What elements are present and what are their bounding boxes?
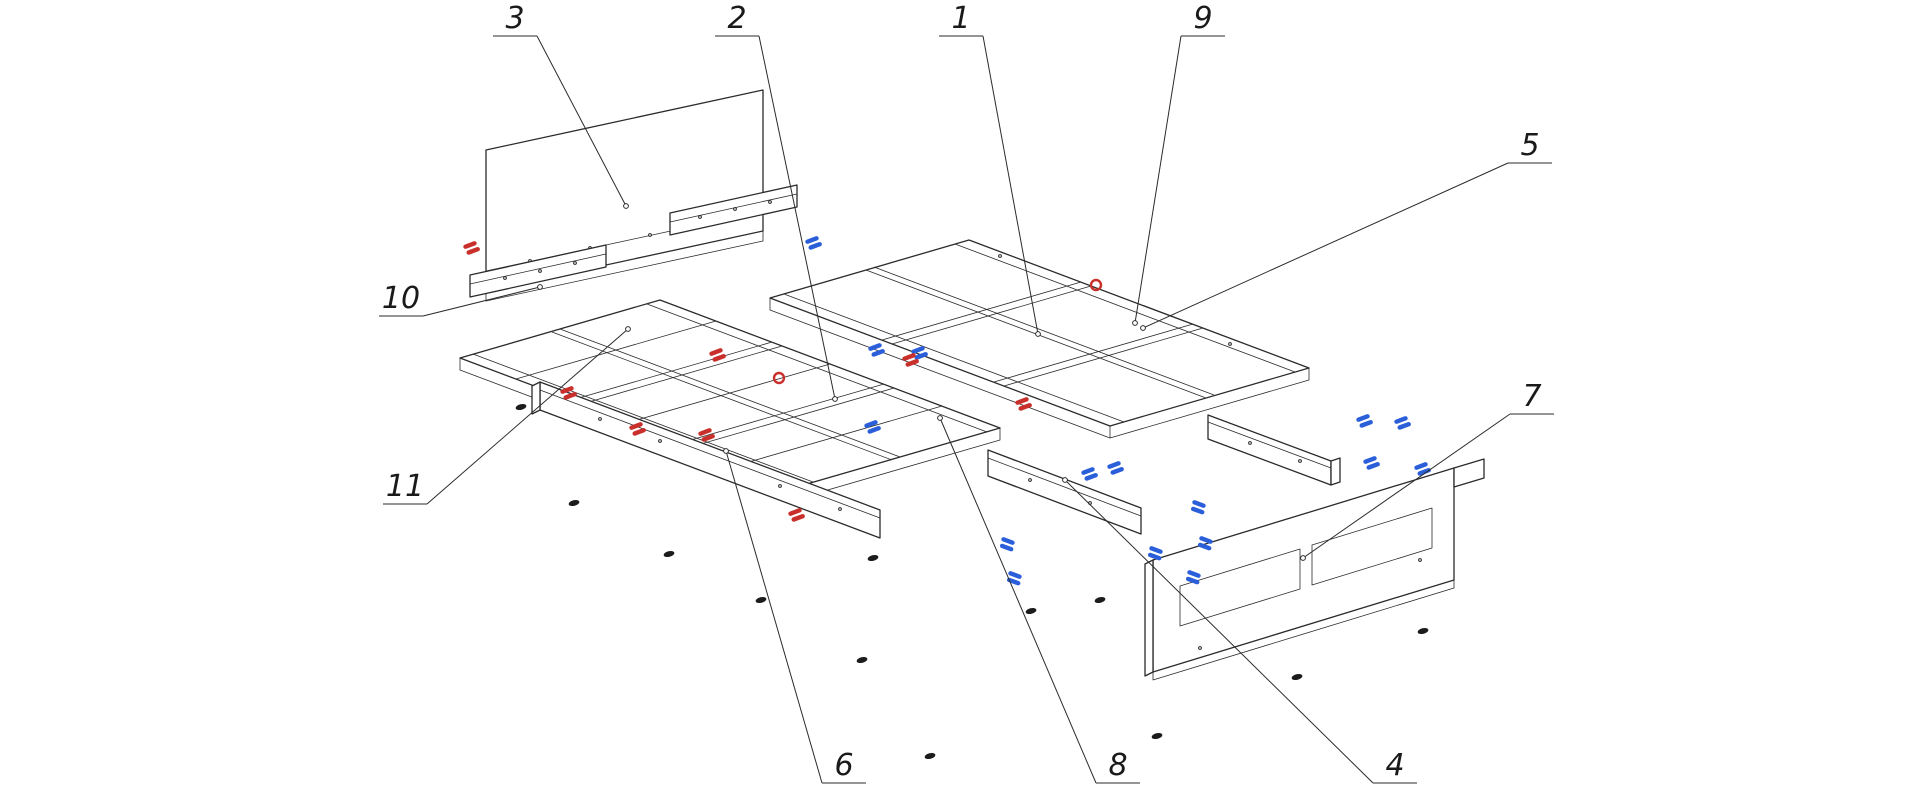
fastener-blue [1414, 462, 1431, 476]
fastener-blue [868, 343, 885, 357]
part-number: 6 [834, 748, 853, 783]
callout-leader-line [725, 450, 823, 784]
fastener-red [463, 241, 480, 255]
floor-dot [856, 656, 868, 664]
cam-lock-red [1089, 278, 1103, 292]
callout-leader-line [1302, 413, 1511, 559]
floor-dot [1094, 596, 1106, 604]
callout-leader-line [939, 417, 1097, 784]
right-side-rail [1207, 414, 1341, 486]
callout-leader-line [426, 328, 629, 505]
fastener-red [629, 422, 646, 436]
upper-bed-frame [769, 239, 1310, 439]
floor-dot [1291, 673, 1303, 681]
headboard-cleat-left [469, 244, 607, 298]
callout-9: 9 [1132, 1, 1225, 326]
fastener-blue [1190, 500, 1206, 515]
callout-4: 4 [1062, 477, 1417, 784]
front-side-rail [531, 381, 881, 539]
fastener-red [902, 353, 919, 367]
callout-target-point [723, 448, 729, 454]
part-number: 4 [1385, 748, 1404, 783]
callout-5: 5 [1140, 128, 1552, 331]
part-number: 8 [1108, 748, 1127, 783]
fastener-blue [1394, 416, 1411, 430]
fastener-red [560, 386, 577, 400]
callout-leader-line [536, 35, 627, 207]
part-number: 5 [1520, 128, 1539, 163]
floor-dot [568, 499, 580, 507]
fastener-blue [1147, 546, 1163, 561]
fastener-blue [1197, 536, 1213, 551]
callout-leader-line [1142, 162, 1509, 329]
callout-leader-line [1134, 35, 1182, 324]
floor-dot [1417, 627, 1429, 635]
fastener-blue [864, 420, 881, 434]
floor-dot [1151, 732, 1163, 740]
fastener-blue [1185, 570, 1201, 585]
part-number: 1 [951, 1, 970, 36]
fastener-red [788, 508, 805, 522]
callout-leader-line [982, 35, 1039, 335]
floor-dot [663, 550, 675, 558]
callout-7: 7 [1300, 379, 1554, 561]
fastener-blue [1006, 571, 1022, 586]
fastener-blue [1081, 467, 1098, 481]
floor-dot [867, 554, 879, 562]
part-number: 10 [382, 281, 420, 316]
callout-leader-line [1064, 479, 1374, 784]
cam-lock-red [772, 371, 786, 385]
callout-target-point [537, 284, 543, 290]
fastener-red [709, 348, 726, 362]
part-number: 2 [727, 1, 746, 36]
fastener-blue [1363, 456, 1380, 470]
callout-target-point [1300, 555, 1306, 561]
callout-target-point [1062, 477, 1068, 483]
callout-target-point [832, 396, 838, 402]
part-number: 7 [1522, 379, 1541, 414]
callout-2: 2 [715, 1, 838, 402]
callout-target-point [623, 203, 629, 209]
fastener-blue [1107, 461, 1124, 475]
callouts-layer: 3 2 1 9 5 10 11 7 6 8 4 [379, 1, 1554, 784]
callout-8: 8 [937, 415, 1140, 784]
part-number: 3 [505, 1, 524, 36]
callout-leader-line [758, 35, 836, 400]
callout-target-point [1140, 325, 1146, 331]
fastener-blue [1356, 414, 1373, 428]
fastener-red [1015, 397, 1032, 411]
callout-target-point [625, 326, 631, 332]
callout-1: 1 [939, 1, 1041, 337]
fastener-blue [999, 537, 1015, 552]
floor-dots-layer [515, 403, 1429, 760]
footboard-panel [1144, 458, 1485, 681]
fastener-blue [911, 346, 928, 360]
callout-3: 3 [493, 1, 629, 209]
callout-6: 6 [723, 448, 866, 784]
callout-leader-line [422, 286, 541, 317]
part-number: 11 [386, 469, 424, 504]
fasteners-layer [463, 236, 1431, 586]
callout-10: 10 [379, 281, 543, 317]
fastener-red [698, 428, 715, 442]
callout-target-point [1035, 331, 1041, 337]
headboard-cleat-right [669, 184, 798, 236]
floor-dot [515, 403, 527, 411]
callout-11: 11 [383, 326, 631, 505]
floor-dot [755, 596, 767, 604]
part-number: 9 [1193, 1, 1212, 36]
callout-target-point [1132, 320, 1138, 326]
fastener-blue [805, 236, 822, 250]
callout-target-point [937, 415, 943, 421]
center-rail-piece [987, 449, 1142, 535]
floor-dot [924, 752, 936, 760]
floor-dot [1025, 607, 1037, 615]
